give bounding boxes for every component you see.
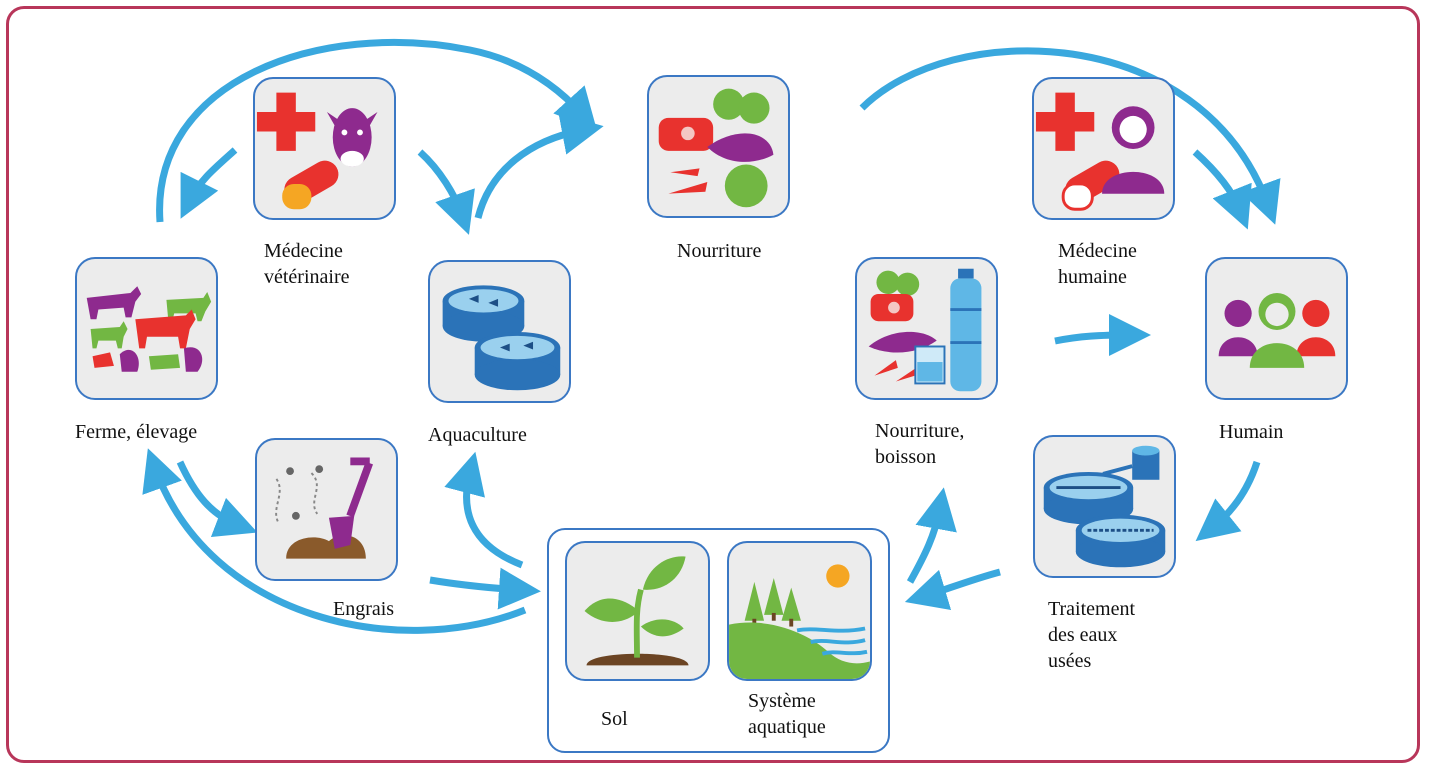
fertilizer-label: Engrais bbox=[333, 598, 395, 620]
aquatic-system-tile bbox=[727, 541, 872, 681]
arrow-farm-to-food bbox=[156, 39, 598, 223]
aquaculture-label: Aquaculture bbox=[428, 424, 527, 446]
human-med-label-line2: humaine bbox=[1058, 266, 1127, 288]
human-tile bbox=[1205, 257, 1348, 400]
arrow-env-to-fooddrink bbox=[906, 487, 957, 584]
farm-label: Ferme, élevage bbox=[75, 421, 198, 443]
arrow-vet-to-farm bbox=[180, 147, 238, 219]
wastewater-label-line2: des eaux bbox=[1048, 624, 1118, 646]
soil-tile bbox=[565, 541, 710, 681]
food-drink-label-line2: boisson bbox=[875, 446, 937, 468]
arrow-wastewater-to-env bbox=[904, 568, 1001, 611]
food-drink-tile bbox=[855, 257, 998, 400]
arrow-env-to-farm bbox=[142, 448, 527, 634]
aquatic-label-line1: Système bbox=[748, 690, 816, 712]
fish-tank-icon bbox=[442, 285, 561, 391]
arrow-aquaculture-to-food bbox=[474, 113, 604, 219]
wastewater-treatment-icon bbox=[1043, 445, 1166, 568]
arrow-fertilizer-to-env bbox=[429, 567, 541, 610]
food-tile bbox=[647, 75, 790, 218]
human-medicine-tile bbox=[1032, 77, 1175, 220]
arrow-food-to-human bbox=[859, 47, 1281, 225]
fertilizer-tile bbox=[255, 438, 398, 581]
food-drink-label-line1: Nourriture, bbox=[875, 420, 965, 442]
farm-tile bbox=[75, 257, 218, 400]
vet-label-line1: Médecine bbox=[264, 240, 343, 262]
vet-label-line2: vétérinaire bbox=[264, 266, 350, 288]
wastewater-treatment-tile bbox=[1033, 435, 1176, 578]
arrow-vet-to-aquaculture bbox=[417, 149, 475, 235]
aquatic-label-line2: aquatique bbox=[748, 716, 826, 738]
food-icon bbox=[658, 88, 774, 208]
veterinary-medicine-tile bbox=[253, 77, 396, 220]
arrow-fooddrink-to-human bbox=[1054, 314, 1151, 357]
aquatic-landscape-icon bbox=[729, 564, 870, 679]
food-drink-icon bbox=[868, 268, 982, 392]
human-med-label-line1: Médecine bbox=[1058, 240, 1137, 262]
wastewater-label-line1: Traitement bbox=[1048, 598, 1136, 620]
arrow-env-to-aquaculture bbox=[444, 451, 524, 569]
vet-medicine-icon bbox=[256, 92, 378, 210]
wastewater-label-line3: usées bbox=[1048, 650, 1092, 672]
arrow-humanmed-to-human bbox=[1192, 149, 1252, 230]
soil-label: Sol bbox=[601, 708, 628, 730]
human-medicine-icon bbox=[1035, 92, 1165, 211]
arrow-human-to-wastewater bbox=[1195, 460, 1261, 542]
food-label: Nourriture bbox=[677, 240, 762, 262]
human-label: Humain bbox=[1219, 421, 1284, 443]
fertilizer-shovel-icon bbox=[275, 457, 373, 559]
seedling-icon bbox=[584, 556, 689, 666]
farm-animals-icon bbox=[86, 286, 212, 372]
arrow-farm-to-fertilizer bbox=[176, 460, 258, 538]
diagram-frame bbox=[6, 6, 1420, 763]
people-icon bbox=[1218, 293, 1336, 368]
aquaculture-tile bbox=[428, 260, 571, 403]
